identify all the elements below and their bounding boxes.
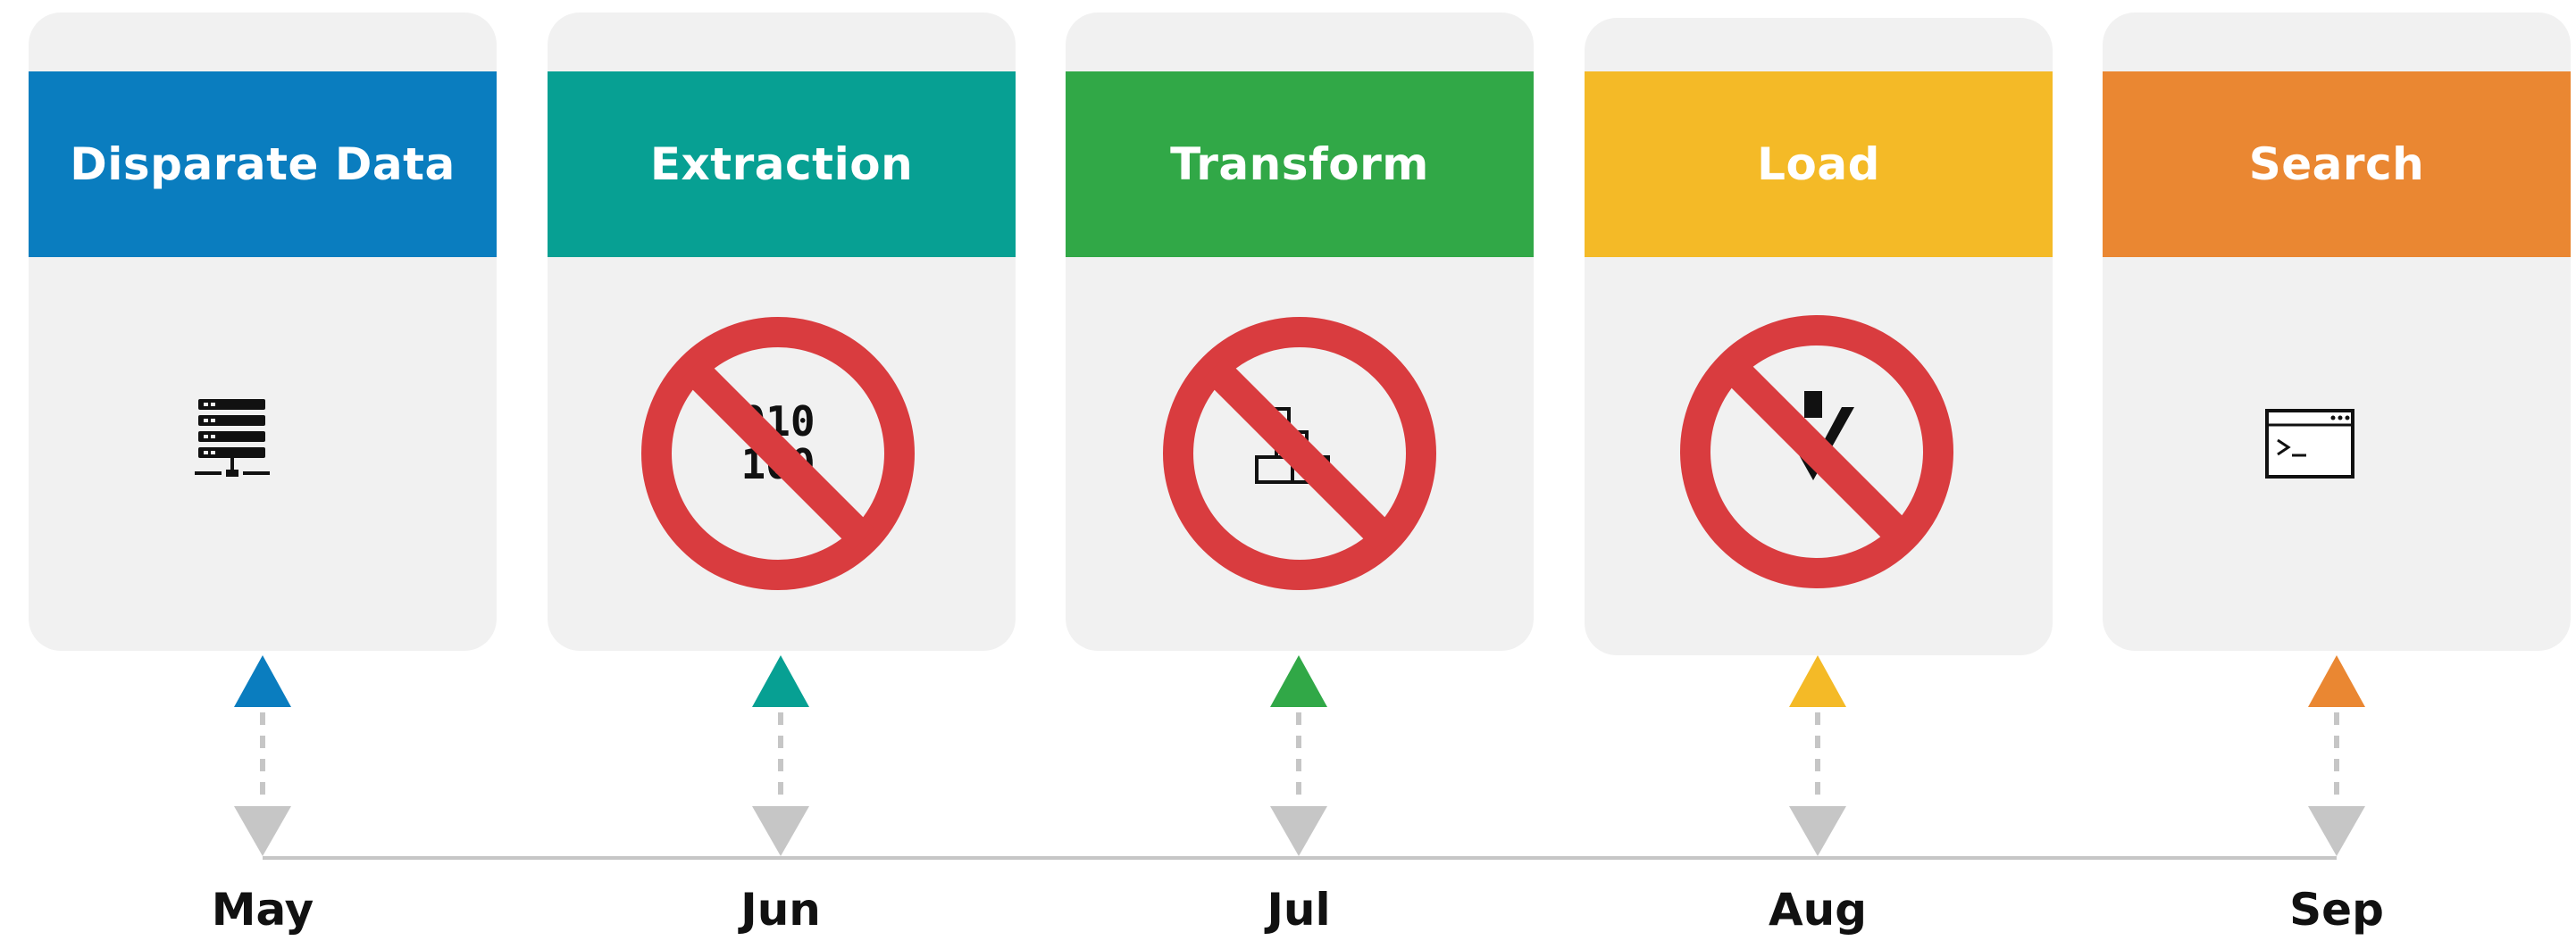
stage-pointer-triangle [1789, 655, 1846, 707]
prohibition-icon [641, 317, 915, 590]
stage-pointer-triangle [752, 655, 809, 707]
stage-icon-area [29, 257, 497, 651]
connector-may [234, 655, 291, 856]
stage-title: Extraction [649, 138, 914, 190]
stage-card-transform: Transform [1066, 12, 1534, 651]
stage-header: Disparate Data [29, 71, 497, 257]
stage-card-extraction: Extraction 010 100 [548, 12, 1016, 651]
month-label-jun: Jun [740, 884, 821, 936]
month-label-aug: Aug [1768, 884, 1868, 936]
stage-icon-area [1066, 257, 1534, 651]
stage-title: Disparate Data [70, 138, 456, 190]
stage-title: Transform [1170, 138, 1429, 190]
stage-title: Search [2248, 138, 2425, 190]
month-label-jul: Jul [1267, 884, 1331, 936]
stage-title: Load [1757, 138, 1880, 190]
prohibition-icon [1163, 317, 1436, 590]
prohibition-icon [1680, 315, 1953, 588]
stage-pointer-triangle [2308, 655, 2365, 707]
stage-card-load: Load [1585, 18, 2053, 655]
timeline-marker-triangle [752, 806, 809, 856]
month-label-sep: Sep [2289, 884, 2384, 936]
server-stack-icon [195, 399, 270, 477]
connector-jul [1270, 655, 1327, 856]
connector-jun [752, 655, 809, 856]
stage-header: Load [1585, 71, 2053, 257]
stage-card-search: Search [2103, 12, 2571, 651]
timeline-marker-triangle [234, 806, 291, 856]
stage-icon-area: 010 100 [548, 257, 1016, 651]
month-label-may: May [211, 884, 314, 936]
stage-card-disparate-data: Disparate Data [29, 12, 497, 651]
connector-aug [1789, 655, 1846, 856]
stage-icon-area [2103, 257, 2571, 651]
stage-header: Extraction [548, 71, 1016, 257]
timeline-marker-triangle [2308, 806, 2365, 856]
stage-icon-area [1585, 257, 2053, 651]
stage-header: Search [2103, 71, 2571, 257]
timeline-marker-triangle [1270, 806, 1327, 856]
timeline-marker-triangle [1789, 806, 1846, 856]
stage-pointer-triangle [234, 655, 291, 707]
connector-sep [2308, 655, 2365, 856]
stage-pointer-triangle [1270, 655, 1327, 707]
stage-header: Transform [1066, 71, 1534, 257]
terminal-window-icon [2265, 409, 2354, 479]
